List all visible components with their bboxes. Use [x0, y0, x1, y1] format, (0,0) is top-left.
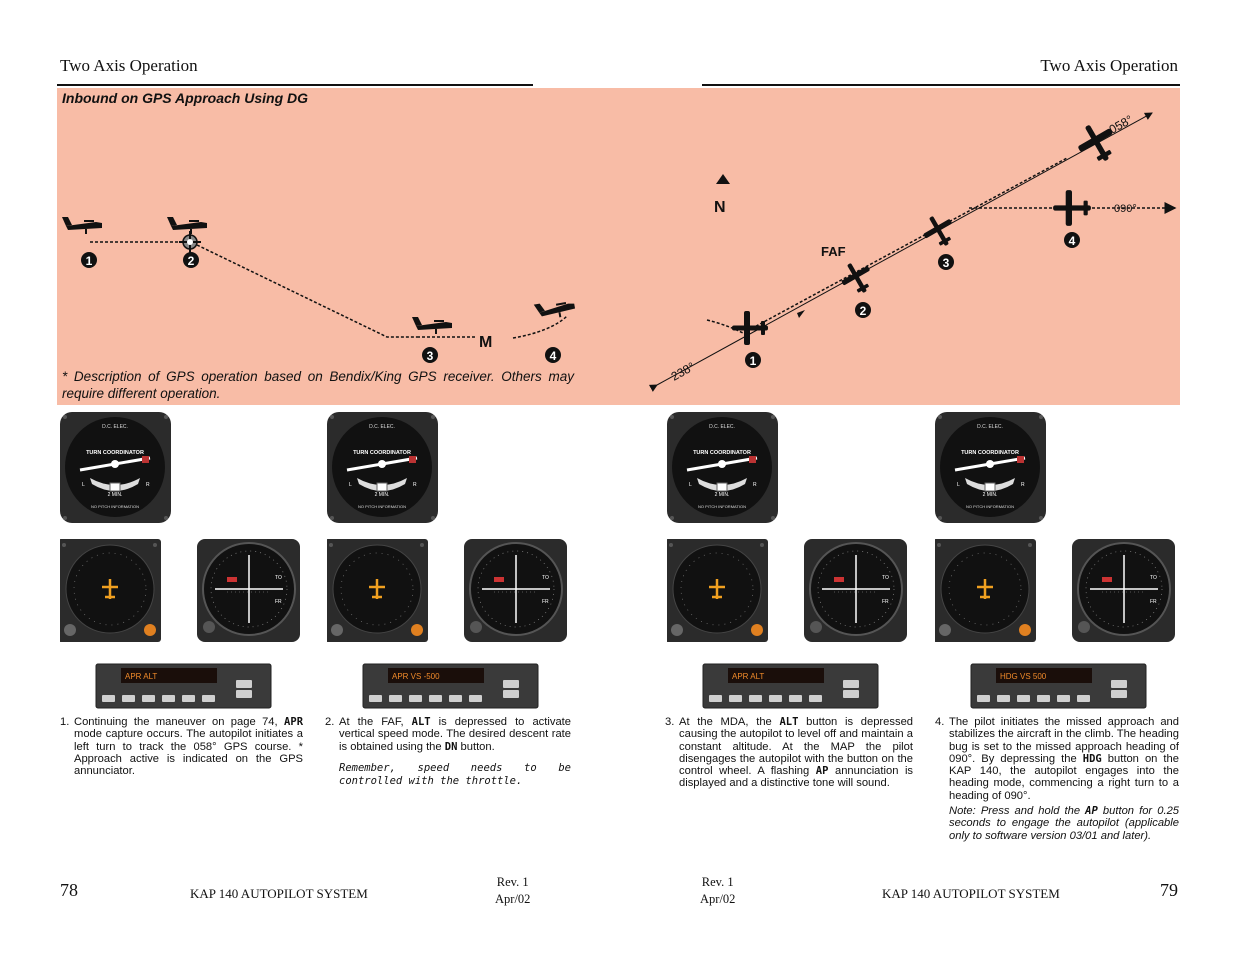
svg-text:2 MIN.: 2 MIN. [375, 492, 390, 498]
turn-coordinator: D.C. ELEC. TURN COORDINATOR 2 MIN. NO PITCH… [58, 410, 173, 525]
step-3: 3. At the MDA, the ALT button is depress… [665, 716, 914, 790]
svg-text:NO PITCH INFORMATION: NO PITCH INFORMATION [966, 504, 1014, 509]
turn-coordinator: D.C. ELEC. TURN COORDINATOR 2 MIN. NO PITCH… [933, 410, 1048, 525]
svg-text:NO PITCH INFORMATION: NO PITCH INFORMATION [698, 504, 746, 509]
faf-label: FAF [821, 244, 846, 259]
plan-marker-4: 4 [1064, 232, 1080, 248]
course-deviation-indicator: TO FR [196, 538, 301, 643]
mda-label-m: M [479, 334, 492, 351]
north-label: N [714, 199, 726, 216]
svg-text:R: R [413, 482, 417, 488]
svg-text:NO PITCH INFORMATION: NO PITCH INFORMATION [358, 504, 406, 509]
left-system-name: KAP 140 AUTOPILOT SYSTEM [190, 886, 368, 901]
svg-text:L: L [957, 482, 960, 488]
svg-text:FR: FR [275, 599, 282, 605]
svg-text:FR: FR [882, 599, 889, 605]
svg-text:TURN COORDINATOR: TURN COORDINATOR [353, 450, 411, 456]
course-238-label: 238° [669, 359, 698, 383]
svg-text:4: 4 [550, 349, 557, 363]
svg-text:TURN COORDINATOR: TURN COORDINATOR [693, 450, 751, 456]
svg-text:D.C. ELEC.: D.C. ELEC. [369, 424, 395, 430]
step-2: 2. At the FAF, ALT is depressed to activ… [325, 716, 571, 787]
kap140-panel: APR VS -500 [362, 663, 539, 709]
step-1: 1. Continuing the maneuver on page 74, A… [60, 716, 304, 778]
course-090-label: 090° [1114, 203, 1137, 215]
diagram-title: Inbound on GPS Approach Using DG [62, 90, 309, 106]
plan-marker-3: 3 [938, 254, 954, 270]
right-page-title: Two Axis Operation [1040, 56, 1178, 75]
profile-marker-4: 4 [545, 347, 561, 363]
svg-text:1: 1 [750, 354, 757, 368]
svg-text:FR: FR [1150, 599, 1157, 605]
approach-diagram: 1 2 3 4 M N FAF 058° 090° 238° 1 2 3 4 [62, 112, 1177, 392]
svg-text:R: R [146, 482, 150, 488]
svg-text:L: L [689, 482, 692, 488]
left-page-title: Two Axis Operation [60, 56, 198, 75]
svg-text:D.C. ELEC.: D.C. ELEC. [977, 424, 1003, 430]
instrument-group-1: D.C. ELEC. TURN COORDINATOR 2 MIN. NO PITCH… [56, 410, 305, 717]
profile-marker-2: 2 [183, 252, 199, 268]
turn-coordinator: D.C. ELEC. TURN COORDINATOR 2 MIN. NO PITCH… [665, 410, 780, 525]
right-page-number: 79 [1160, 880, 1178, 900]
svg-text:2: 2 [860, 304, 867, 318]
profile-marker-3: 3 [422, 347, 438, 363]
svg-text:3: 3 [427, 349, 434, 363]
svg-text:NO PITCH INFORMATION: NO PITCH INFORMATION [91, 504, 139, 509]
plan-marker-2: 2 [855, 302, 871, 318]
heading-indicator [56, 537, 163, 644]
svg-text:2: 2 [188, 254, 195, 268]
svg-text:HDG VS 500: HDG VS 500 [1000, 672, 1047, 681]
svg-text:D.C. ELEC.: D.C. ELEC. [102, 424, 128, 430]
svg-text:TO: TO [1150, 575, 1157, 581]
throttle-reminder: Remember, speed needs to be controlled w… [339, 761, 571, 787]
svg-text:TO: TO [275, 575, 282, 581]
svg-text:4: 4 [1069, 234, 1076, 248]
heading-indicator [663, 537, 770, 644]
svg-text:D.C. ELEC.: D.C. ELEC. [709, 424, 735, 430]
heading-indicator [931, 537, 1038, 644]
right-header-rule [702, 84, 1180, 86]
svg-text:3: 3 [943, 256, 950, 270]
turn-coordinator: D.C. ELEC. TURN COORDINATOR 2 MIN. NO PITCH… [325, 410, 440, 525]
svg-text:TURN COORDINATOR: TURN COORDINATOR [86, 450, 144, 456]
profile-marker-1: 1 [81, 252, 97, 268]
course-deviation-indicator: TO FR [463, 538, 568, 643]
course-deviation-indicator: TO FR [803, 538, 908, 643]
step-4: 4. The pilot initiates the missed approa… [935, 716, 1180, 842]
left-page-number: 78 [60, 880, 78, 900]
svg-text:FR: FR [542, 599, 549, 605]
svg-text:2 MIN.: 2 MIN. [983, 492, 998, 498]
course-deviation-indicator: TO FR [1071, 538, 1176, 643]
svg-text:APR VS -500: APR VS -500 [392, 672, 440, 681]
kap140-panel: HDG VS 500 [970, 663, 1147, 709]
gps-receiver-note: * Description of GPS operation based on … [62, 369, 574, 401]
svg-text:TO: TO [882, 575, 889, 581]
svg-text:R: R [753, 482, 757, 488]
svg-text:TO: TO [542, 575, 549, 581]
waypoint-icon [179, 231, 201, 253]
svg-text:L: L [82, 482, 85, 488]
instrument-group-4: D.C. ELEC. TURN COORDINATOR 2 MIN. NO PITCH… [931, 410, 1180, 717]
svg-text:1: 1 [86, 254, 93, 268]
svg-text:R: R [1021, 482, 1025, 488]
svg-text:L: L [349, 482, 352, 488]
svg-text:2 MIN.: 2 MIN. [715, 492, 730, 498]
software-note: Note: Press and hold the AP button for 0… [949, 805, 1180, 842]
kap140-panel: APR ALT [95, 663, 272, 709]
left-header-rule [57, 84, 533, 86]
course-058-label: 058° [1107, 112, 1136, 136]
approach-diagram-banner: Inbound on GPS Approach Using DG [57, 88, 1180, 405]
right-system-name: KAP 140 AUTOPILOT SYSTEM [882, 886, 1060, 901]
kap140-panel: APR ALT [702, 663, 879, 709]
instrument-group-3: D.C. ELEC. TURN COORDINATOR 2 MIN. NO PITCH… [663, 410, 912, 717]
instrument-group-2: D.C. ELEC. TURN COORDINATOR 2 MIN. NO PITCH… [323, 410, 572, 717]
heading-indicator [323, 537, 430, 644]
svg-text:APR ALT: APR ALT [125, 672, 157, 681]
svg-text:2 MIN.: 2 MIN. [108, 492, 123, 498]
plan-marker-1: 1 [745, 352, 761, 368]
svg-text:TURN COORDINATOR: TURN COORDINATOR [961, 450, 1019, 456]
svg-text:APR ALT: APR ALT [732, 672, 764, 681]
